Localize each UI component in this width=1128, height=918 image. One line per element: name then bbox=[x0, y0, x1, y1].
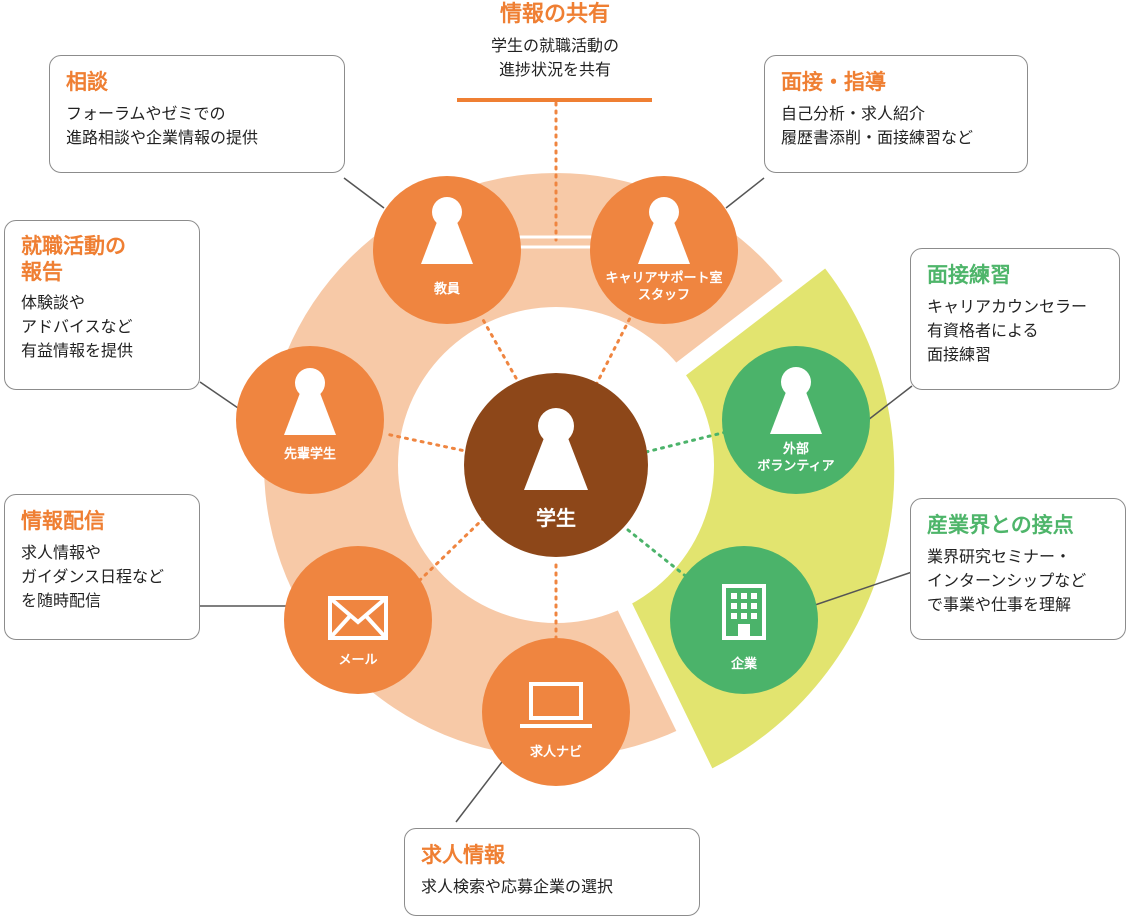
job-navi-node bbox=[482, 638, 630, 786]
callout-jobs-title: 求人情報 bbox=[421, 843, 505, 867]
teacher-label: 教員 bbox=[433, 282, 460, 297]
callout-consult-text: フォーラムやゼミでの 進路相談や企業情報の提供 bbox=[66, 104, 259, 147]
teacher-node bbox=[373, 176, 521, 324]
callout-delivery: 情報配信 求人情報や ガイダンス日程など を随時配信 bbox=[4, 494, 200, 640]
laptop-icon bbox=[520, 682, 592, 728]
info-share-heading: 情報の共有 学生の就職活動の 進捗状況を共有 bbox=[440, 0, 670, 82]
link-company bbox=[626, 528, 690, 580]
callout-jobs-text: 求人検索や応募企業の選択 bbox=[421, 877, 614, 896]
callout-practice: 面接練習 キャリアカウンセラー 有資格者による 面接練習 bbox=[910, 248, 1120, 390]
student-label: 学生 bbox=[536, 506, 576, 530]
leader-guidance bbox=[725, 177, 765, 209]
person-keyhole-icon bbox=[638, 197, 690, 264]
mail-node bbox=[284, 546, 432, 694]
person-keyhole-icon bbox=[421, 197, 473, 264]
person-keyhole-icon bbox=[284, 368, 336, 435]
external-volunteer-label: 外部 ボランティア bbox=[757, 442, 835, 474]
envelope-icon bbox=[328, 596, 388, 640]
leader-practice bbox=[867, 385, 913, 421]
link-senior bbox=[384, 432, 472, 454]
callout-delivery-text: 求人情報や ガイダンス日程など を随時配信 bbox=[21, 543, 165, 610]
callout-report-text: 体験談や アドバイスなど 有益情報を提供 bbox=[21, 293, 134, 360]
info-share-text: 学生の就職活動の 進捗状況を共有 bbox=[490, 36, 619, 79]
callout-report-title: 就職活動の 報告 bbox=[21, 234, 126, 284]
link-staff bbox=[594, 316, 632, 387]
info-share-title: 情報の共有 bbox=[499, 2, 610, 27]
link-teacher bbox=[480, 316, 522, 387]
callout-consult: 相談 フォーラムやゼミでの 進路相談や企業情報の提供 bbox=[49, 55, 345, 173]
callout-industry-title: 産業界との接点 bbox=[927, 513, 1074, 537]
career-staff-label: キャリアサポート室 スタッフ bbox=[605, 271, 723, 303]
callout-guidance: 面接・指導 自己分析・求人紹介 履歴書添削・面接練習など bbox=[764, 55, 1028, 173]
senior-node bbox=[236, 346, 384, 494]
company-node bbox=[670, 546, 818, 694]
building-icon bbox=[722, 584, 766, 640]
person-keyhole-icon bbox=[524, 408, 588, 490]
external-volunteer-node bbox=[722, 346, 870, 494]
person-keyhole-icon bbox=[770, 367, 822, 434]
callout-consult-title: 相談 bbox=[66, 70, 108, 94]
leader-industry bbox=[814, 571, 913, 606]
leader-report bbox=[199, 381, 239, 409]
job-navi-label: 求人ナビ bbox=[529, 745, 582, 760]
senior-label: 先輩学生 bbox=[283, 447, 336, 462]
callout-guidance-title: 面接・指導 bbox=[781, 70, 886, 94]
leader-jobs bbox=[455, 757, 506, 823]
callout-report: 就職活動の 報告 体験談や アドバイスなど 有益情報を提供 bbox=[4, 220, 200, 390]
company-label: 企業 bbox=[730, 657, 757, 672]
callout-practice-text: キャリアカウンセラー 有資格者による 面接練習 bbox=[927, 297, 1088, 364]
callout-industry: 産業界との接点 業界研究セミナー・ インターンシップなど で事業や仕事を理解 bbox=[910, 498, 1126, 640]
callout-industry-text: 業界研究セミナー・ インターンシップなど で事業や仕事を理解 bbox=[927, 547, 1087, 614]
career-staff-node bbox=[590, 176, 738, 324]
leader-consult bbox=[343, 177, 385, 209]
callout-delivery-title: 情報配信 bbox=[21, 509, 105, 533]
callout-guidance-text: 自己分析・求人紹介 履歴書添削・面接練習など bbox=[781, 104, 974, 147]
mail-label: メール bbox=[338, 653, 378, 668]
callout-jobs: 求人情報 求人検索や応募企業の選択 bbox=[404, 828, 700, 916]
link-external bbox=[644, 430, 728, 454]
callout-practice-title: 面接練習 bbox=[927, 263, 1011, 287]
link-mail bbox=[418, 516, 486, 582]
